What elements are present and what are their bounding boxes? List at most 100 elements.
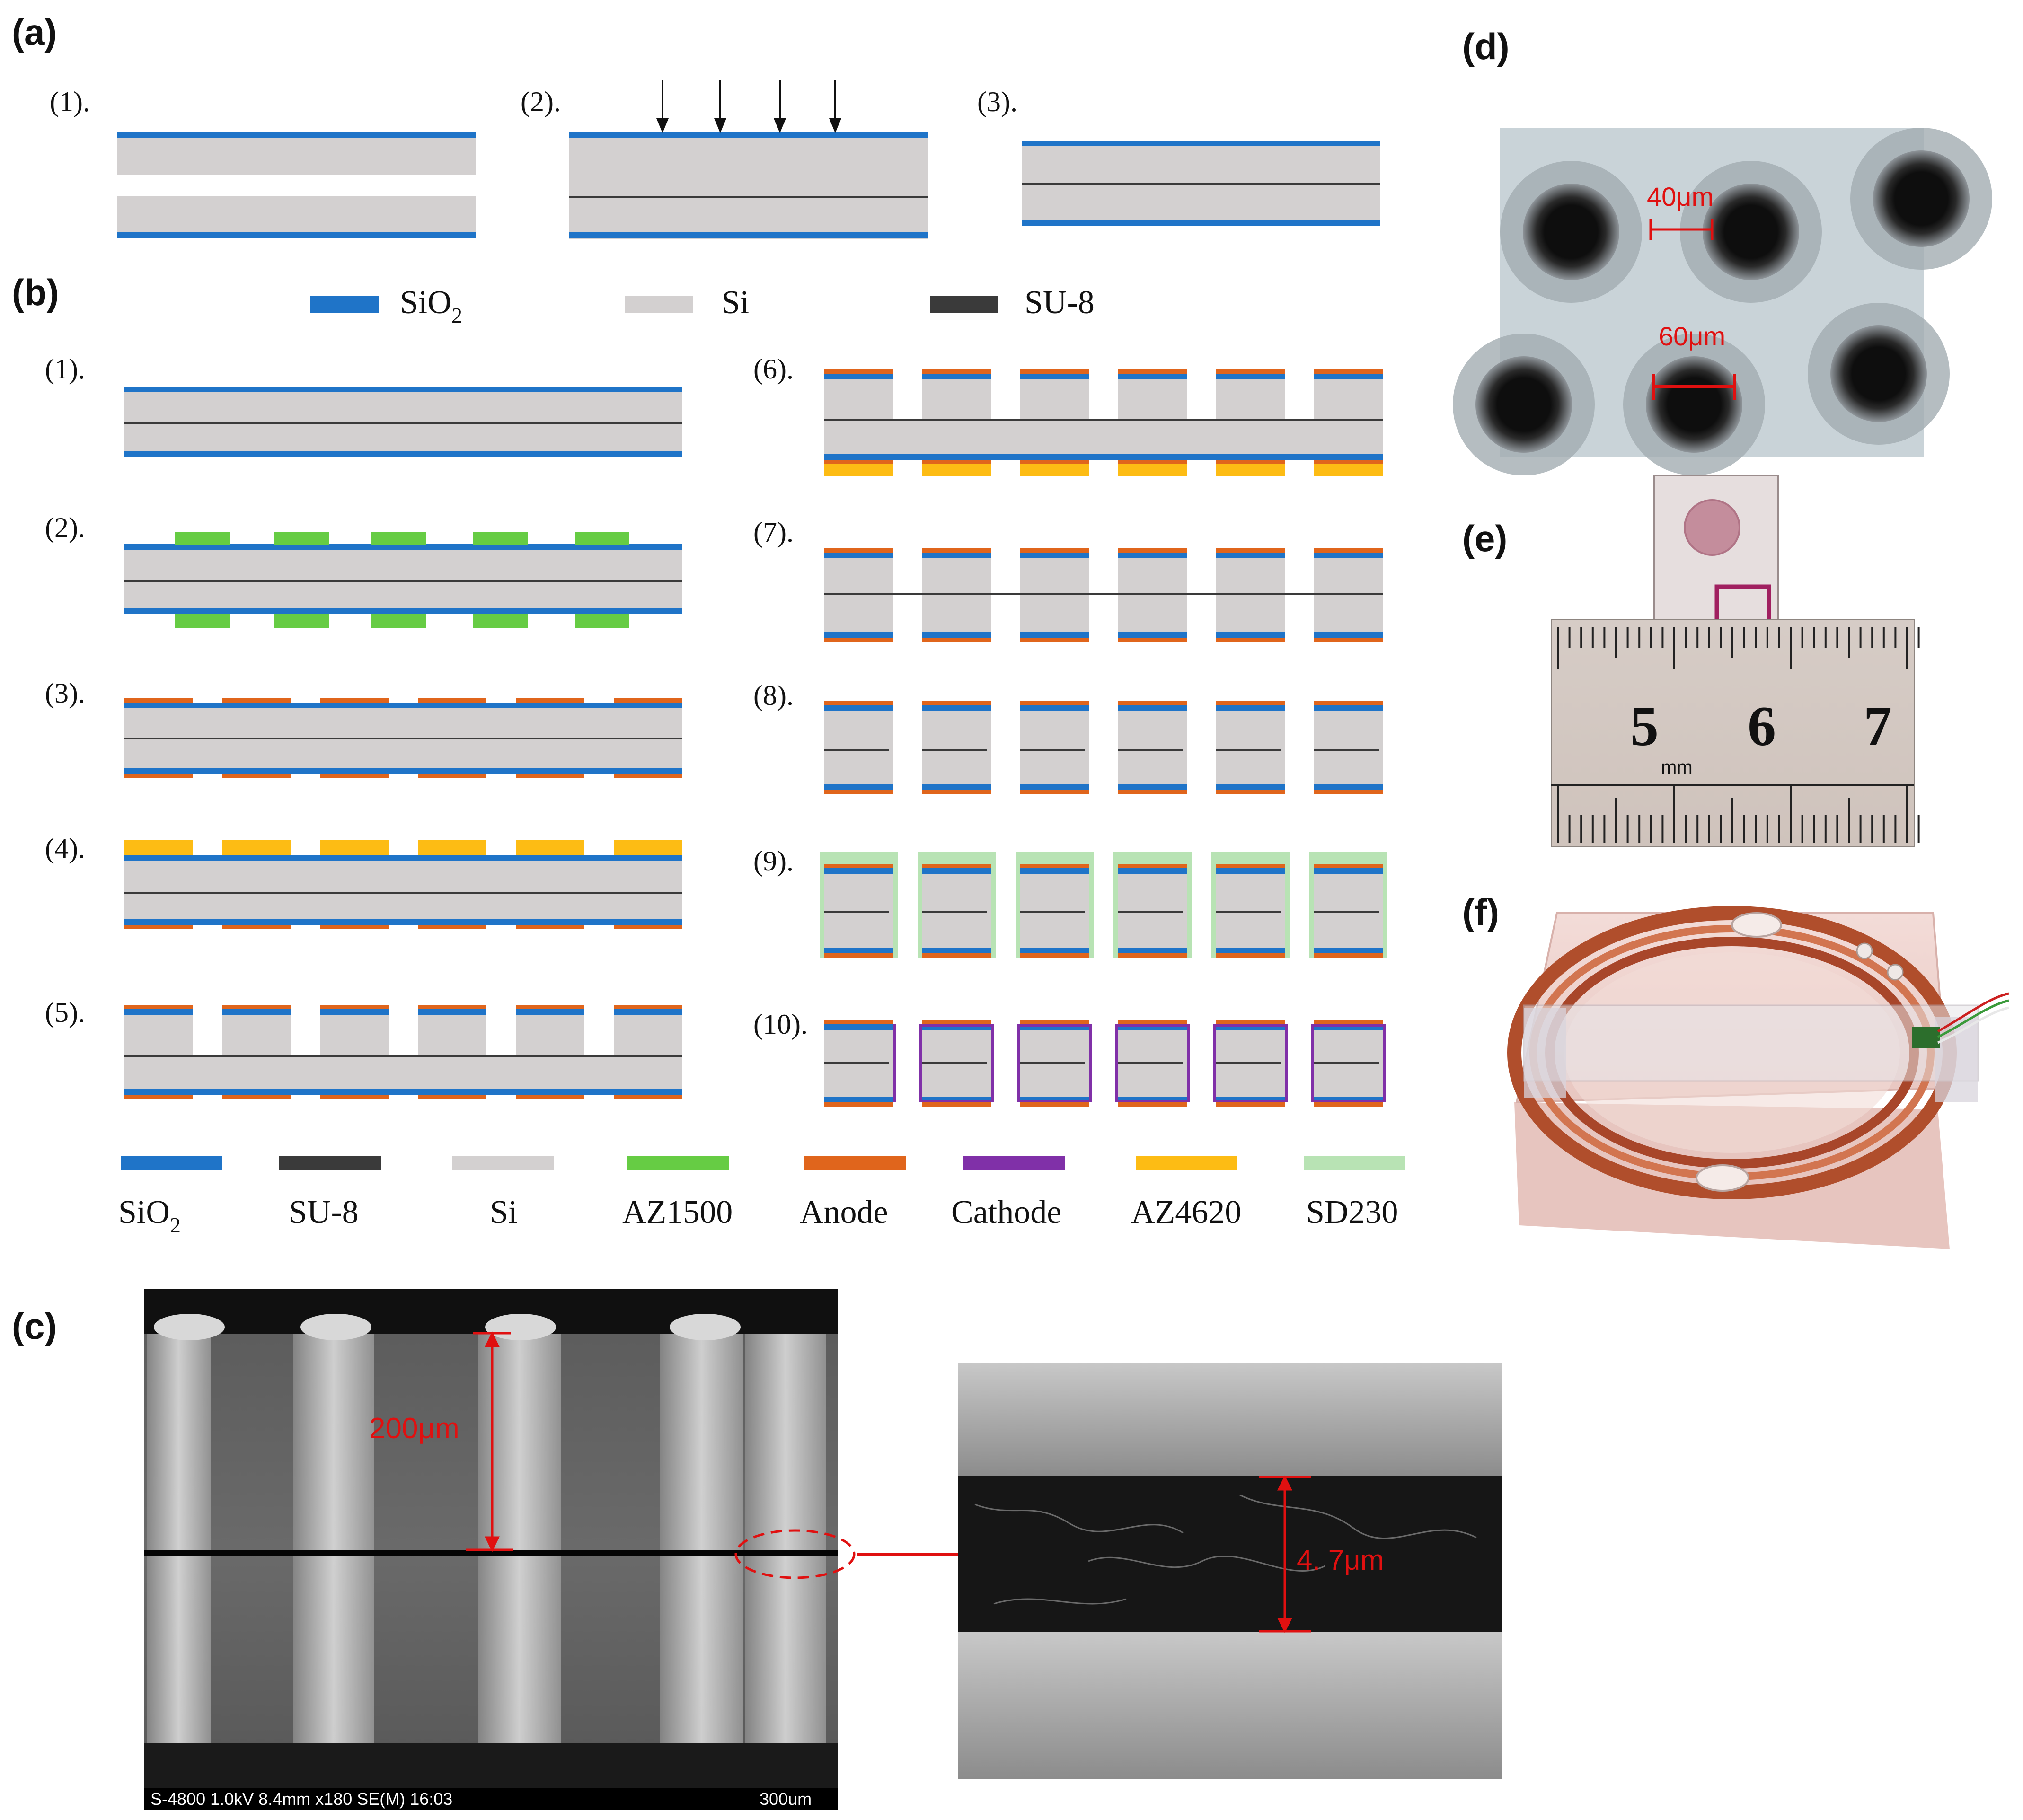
- anode-electrode: [614, 774, 682, 778]
- anode-electrode: [824, 701, 893, 705]
- anode-electrode: [614, 1005, 682, 1009]
- anode-electrode: [1314, 1102, 1383, 1107]
- panel-label-a: (a): [12, 11, 57, 53]
- su8-layer: [124, 580, 682, 582]
- sio2-layer: [824, 632, 893, 638]
- su8-layer: [124, 892, 682, 894]
- anode-electrode: [1118, 953, 1187, 958]
- su8-layer: [124, 422, 682, 424]
- anode-electrode: [1118, 460, 1187, 464]
- sio2-layer: [124, 703, 682, 708]
- cathode-sidewall: [893, 1024, 896, 1102]
- anode-electrode: [1216, 953, 1285, 958]
- sio2-layer: [922, 553, 991, 558]
- cathode-sidewall: [1017, 1024, 1020, 1102]
- sio2-layer: [124, 1009, 193, 1015]
- cathode-sidewall: [1383, 1024, 1386, 1102]
- cathode-sidewall: [1213, 1024, 1216, 1102]
- si-pillar: [824, 705, 893, 790]
- legend-item-su8: SU-8: [930, 284, 1095, 321]
- legend-item-sio2: SiO2: [118, 1156, 222, 1237]
- legend-label: SD230: [1306, 1194, 1398, 1231]
- sio2-layer: [320, 1009, 389, 1015]
- panel-c: S-4800 1.0kV 8.4mm x180 SE(M) 16:03 300u…: [144, 1289, 1502, 1810]
- cathode-sidewall: [1187, 1024, 1190, 1102]
- si-pillar: [614, 1009, 682, 1056]
- sio2-layer: [1020, 705, 1089, 711]
- anode-electrode: [1118, 701, 1187, 705]
- b-step-9-diagram: [820, 852, 1387, 958]
- sem-bond-line: [144, 1550, 838, 1556]
- cathode-sidewall: [1017, 1100, 1092, 1102]
- anode-electrode: [320, 774, 389, 778]
- ruler-unit: mm: [1661, 757, 1693, 778]
- cathode-sidewall: [919, 1024, 994, 1027]
- sio2-layer: [1216, 374, 1285, 379]
- a-step-2-label: (2).: [521, 86, 561, 117]
- hole: [1873, 150, 1970, 247]
- sio2-layer: [922, 784, 991, 790]
- anode-electrode: [222, 1005, 291, 1009]
- anode-electrode: [1216, 369, 1285, 374]
- sio2-layer: [824, 454, 1383, 460]
- anode-electrode: [1020, 548, 1089, 553]
- anode-electrode: [418, 1005, 486, 1009]
- anode-electrode: [922, 953, 991, 958]
- az4620-pattern: [1314, 464, 1383, 476]
- clamp-bar: [1523, 1004, 1979, 1082]
- sio2-layer: [117, 132, 476, 138]
- si-pillar: [922, 374, 991, 421]
- si-pillar: [1118, 374, 1187, 421]
- chip-membrane: [1684, 499, 1740, 556]
- anode-electrode: [1118, 638, 1187, 642]
- b-step-1-diagram: [124, 387, 682, 457]
- anode-electrode: [1216, 790, 1285, 794]
- anode-electrode: [1020, 460, 1089, 464]
- anode-electrode: [124, 1095, 193, 1099]
- su8-layer: [922, 1062, 987, 1064]
- si-pillar: [1216, 374, 1285, 421]
- sio2-layer: [1020, 784, 1089, 790]
- legend-item-si: Si: [452, 1156, 554, 1231]
- si-layer: [824, 419, 1383, 458]
- legend-swatch: [963, 1156, 1065, 1170]
- su8-layer: [824, 911, 889, 913]
- panel-label-d: (d): [1462, 26, 1510, 67]
- legend-swatch: [310, 296, 379, 313]
- b-step-2-label: (2).: [45, 512, 85, 543]
- anode-electrode: [1314, 864, 1383, 868]
- b-step-8-diagram: [824, 701, 1383, 794]
- sio2-layer: [1216, 948, 1285, 953]
- anode-electrode: [824, 369, 893, 374]
- anode-electrode: [320, 698, 389, 703]
- b-step-1-label: (1).: [45, 353, 85, 385]
- anode-electrode: [222, 1095, 291, 1099]
- su8-layer: [824, 749, 889, 751]
- sio2-layer: [922, 632, 991, 638]
- cathode-sidewall: [1311, 1100, 1386, 1102]
- port-bottom: [1696, 1164, 1749, 1192]
- anode-electrode: [124, 774, 193, 778]
- anode-electrode: [922, 1020, 991, 1024]
- sio2-layer: [824, 553, 893, 558]
- sio2-layer: [1118, 705, 1187, 711]
- panel-e: 5 6 7 mm: [1551, 475, 1920, 847]
- anode-electrode: [824, 1020, 893, 1024]
- hole: [1475, 356, 1572, 453]
- sio2-layer: [124, 608, 682, 614]
- hole-array: [1453, 128, 1992, 475]
- panel-label-e: (e): [1462, 518, 1507, 559]
- legend-item-anode: Anode: [800, 1156, 906, 1231]
- anode-electrode: [1314, 638, 1383, 642]
- b-step-3-label: (3).: [45, 677, 85, 709]
- anode-electrode: [824, 953, 893, 958]
- cathode-sidewall: [1311, 1024, 1386, 1027]
- az1500-pattern: [371, 614, 426, 628]
- b-step-6-diagram: [824, 369, 1383, 476]
- anode-electrode: [1314, 369, 1383, 374]
- sem-info-text: S-4800 1.0kV 8.4mm x180 SE(M) 16:03: [150, 1789, 452, 1809]
- anode-electrode: [1118, 864, 1187, 868]
- a-step-2-diagram: [569, 80, 928, 239]
- anode-electrode: [124, 925, 193, 929]
- sem-bottom-edge: [144, 1743, 838, 1788]
